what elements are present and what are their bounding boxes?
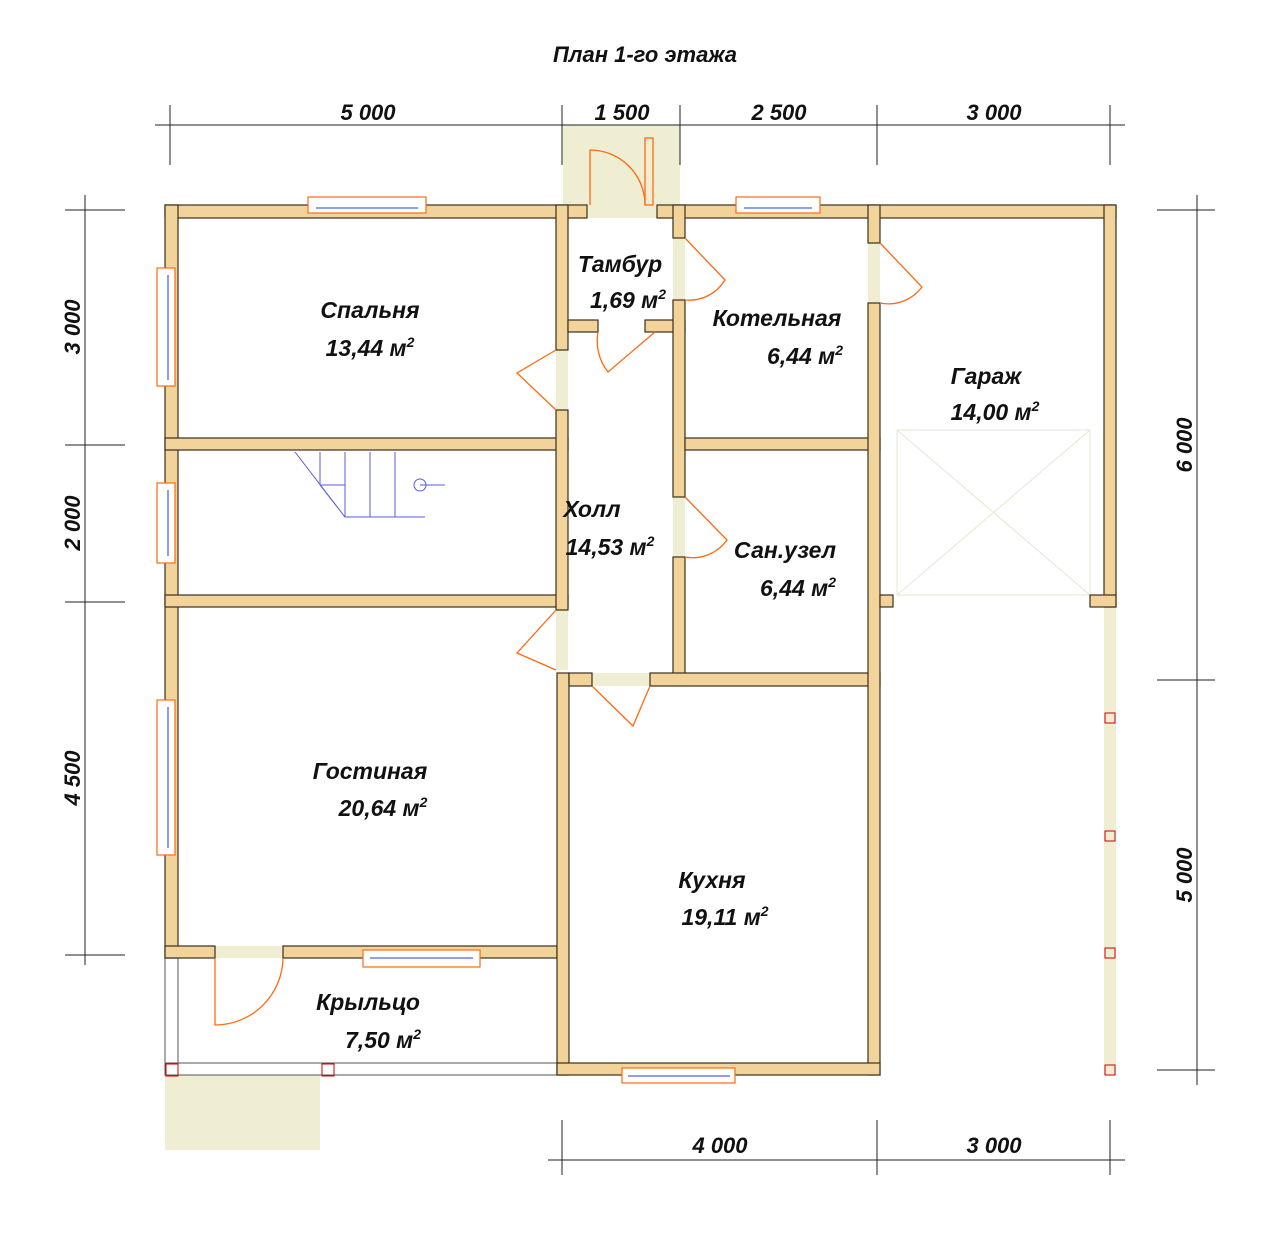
room-labels: Спальня 13,44 м2 Тамбур 1,69 м2 Котельна… xyxy=(313,251,1040,1053)
room-name: Крыльцо xyxy=(316,989,420,1015)
dimension-labels: 5 000 1 500 2 500 3 000 3 000 2 000 4 50… xyxy=(60,100,1197,1158)
room-area: 14,00 м2 xyxy=(951,398,1040,425)
room-name: Гараж xyxy=(951,363,1022,389)
dim-top-4: 3 000 xyxy=(966,100,1022,125)
porch-outline xyxy=(164,957,558,1076)
room-area: 19,11 м2 xyxy=(681,903,768,930)
room-name: Сан.узел xyxy=(734,537,836,563)
room-name: Тамбур xyxy=(578,251,662,277)
dim-right-2: 5 000 xyxy=(1172,847,1197,903)
plan-title: План 1-го этажа xyxy=(553,42,737,67)
windows xyxy=(156,196,821,1084)
room-area: 20,64 м2 xyxy=(338,794,428,821)
dim-top-3: 2 500 xyxy=(750,100,807,125)
room-name: Кухня xyxy=(678,867,746,893)
room-area: 6,44 м2 xyxy=(760,574,836,601)
walls xyxy=(164,204,1117,1076)
dim-top-2: 1 500 xyxy=(594,100,650,125)
room-name: Спальня xyxy=(320,297,420,323)
dim-bottom-1: 4 000 xyxy=(691,1133,748,1158)
room-area: 6,44 м2 xyxy=(767,342,843,369)
dim-left-1: 3 000 xyxy=(60,299,85,355)
dim-left-3: 4 500 xyxy=(60,750,85,807)
openings xyxy=(165,125,1116,1150)
room-name: Котельная xyxy=(713,305,842,331)
room-name: Гостиная xyxy=(313,758,428,784)
dim-bottom-2: 3 000 xyxy=(966,1133,1022,1158)
room-area: 1,69 м2 xyxy=(590,286,666,313)
dimension-lines xyxy=(65,105,1215,1175)
posts xyxy=(165,712,1116,1077)
room-area: 13,44 м2 xyxy=(326,334,415,361)
room-area: 7,50 м2 xyxy=(345,1026,421,1053)
dim-left-2: 2 000 xyxy=(60,495,85,552)
room-area: 14,53 м2 xyxy=(566,533,655,560)
dim-right-1: 6 000 xyxy=(1172,417,1197,473)
staircase xyxy=(294,451,445,518)
room-name: Холл xyxy=(561,496,620,522)
dim-top-1: 5 000 xyxy=(340,100,396,125)
doors xyxy=(214,137,923,1026)
